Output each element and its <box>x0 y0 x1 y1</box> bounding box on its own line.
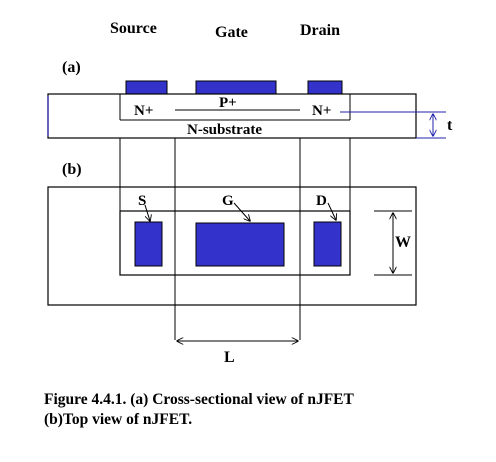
drain-pad-label: D <box>316 193 327 209</box>
length-label: L <box>224 349 235 366</box>
gate-pad <box>195 222 285 267</box>
drain-contact <box>307 80 343 95</box>
panel-label-a: (a) <box>62 59 81 76</box>
drain-terminal-label: Drain <box>300 22 340 39</box>
drain-pointer-arrow <box>327 202 336 220</box>
panel-label-b: (b) <box>62 161 82 178</box>
gate-contact <box>195 80 277 95</box>
top-view: (b) S G D W L <box>47 161 417 366</box>
caption-line-2: (b)Top view of nJFET. <box>44 411 193 428</box>
n-plus-left-label: N+ <box>134 103 153 119</box>
figure-caption: Figure 4.4.1. (a) Cross-sectional view o… <box>44 390 484 430</box>
source-pad-label: S <box>138 193 146 209</box>
width-label: W <box>395 234 411 251</box>
source-terminal-label: Source <box>110 20 157 37</box>
cross-section-view: (a) Source Gate Drain N+ P+ N+ N-substra… <box>47 20 453 139</box>
substrate-label: N-substrate <box>187 122 262 138</box>
thickness-label: t <box>447 117 453 134</box>
active-region <box>119 210 351 276</box>
drain-pad <box>313 221 342 267</box>
die-outline <box>47 186 417 306</box>
source-contact <box>125 80 168 95</box>
n-plus-right-label: N+ <box>312 103 331 119</box>
gate-pointer-arrow <box>233 202 250 221</box>
gate-pad-label: G <box>222 193 234 209</box>
source-pointer-arrow <box>144 204 150 221</box>
source-pad <box>134 221 163 267</box>
caption-line-1: Figure 4.4.1. (a) Cross-sectional view o… <box>44 391 354 408</box>
p-plus-label: P+ <box>219 95 237 111</box>
gate-terminal-label: Gate <box>215 24 248 41</box>
